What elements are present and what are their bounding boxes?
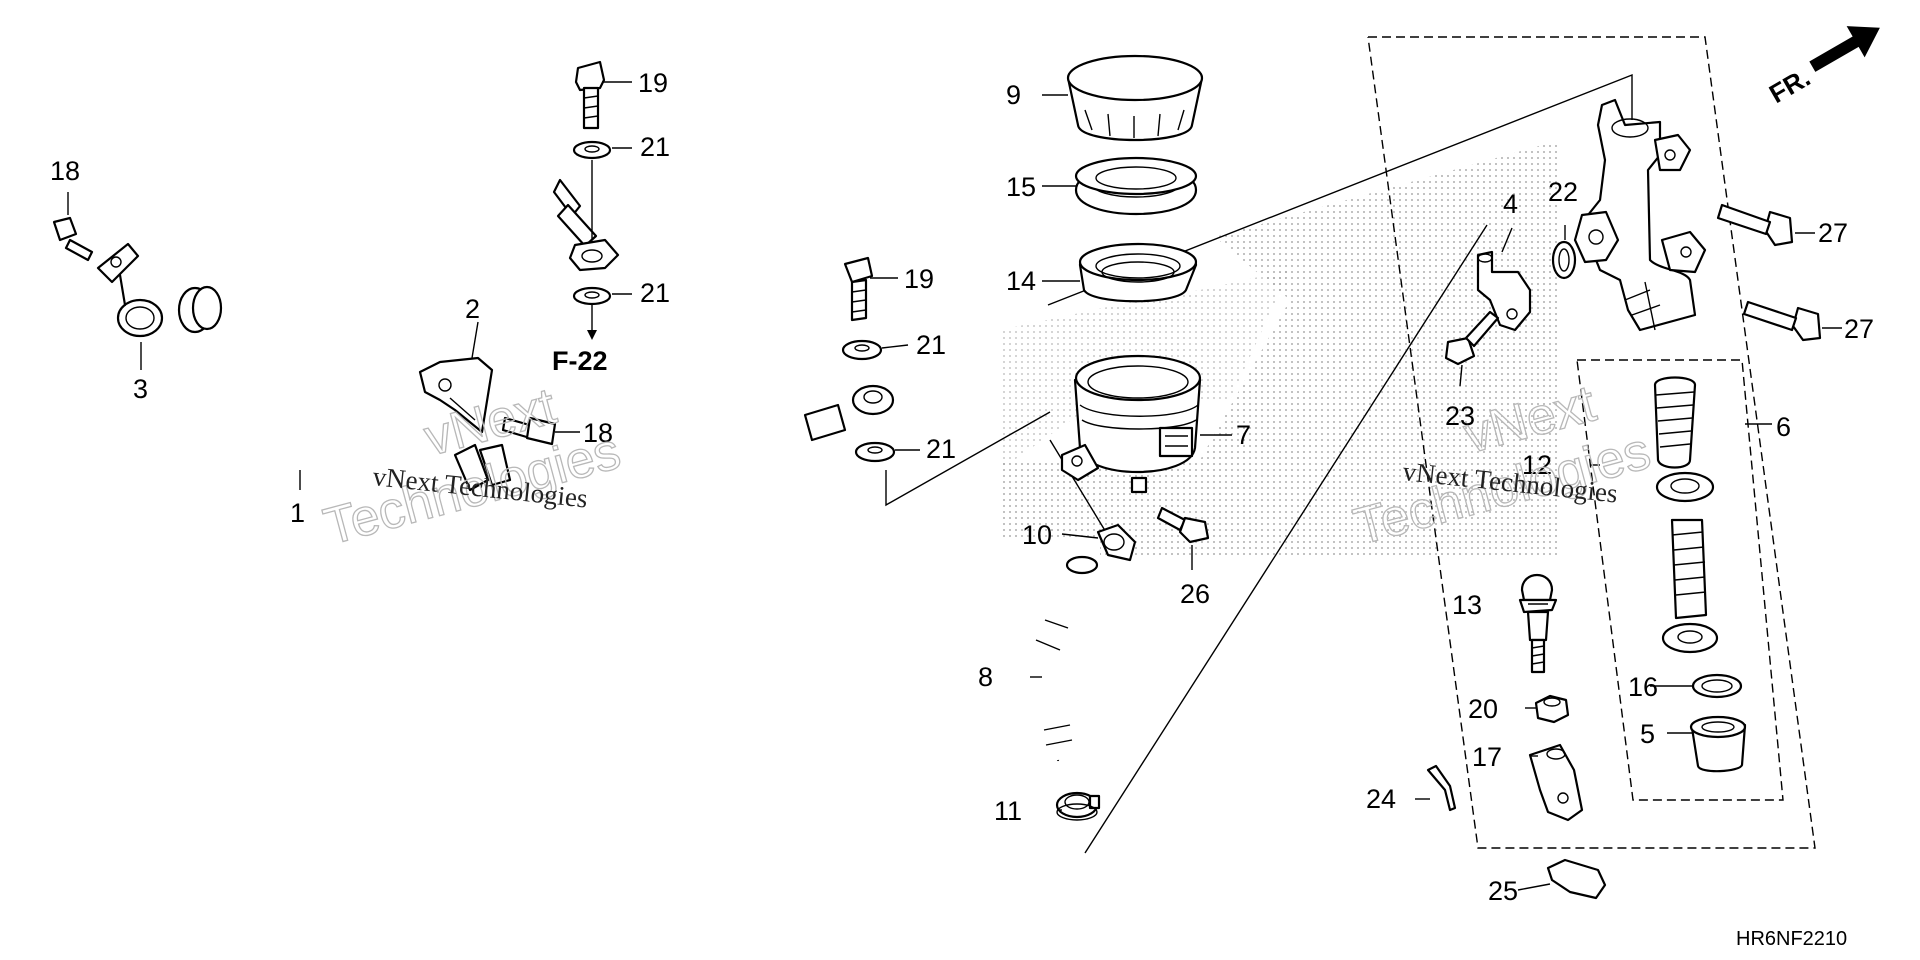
reservoir-hose [1015,555,1099,764]
mounting-bolt-lower [1742,300,1822,342]
callout-11: 11 [994,796,1022,826]
piston-kit-frame [1576,359,1784,801]
mounting-bolt-upper [1716,203,1794,247]
callout-9: 9 [1006,80,1021,110]
front-marker-label: FR. [1764,62,1815,109]
reservoir-plate [1074,156,1198,216]
callout-27b: 27 [1844,314,1874,344]
hose-bracket [418,356,494,434]
callout-15: 15 [1006,172,1036,202]
callout-5: 5 [1640,719,1655,749]
leader-lines [67,81,1842,891]
callout-22: 22 [1548,177,1578,207]
hose-clamp [96,242,164,338]
callout-2: 2 [465,294,480,324]
piston-cup-upper [1655,471,1715,503]
callout-4: 4 [1503,189,1518,219]
callout-3: 3 [133,374,148,404]
reservoir-bolt [1156,506,1210,544]
lower-banjo-fitting [841,256,896,463]
callout-17: 17 [1472,742,1502,772]
o-ring [1551,240,1577,280]
callout-12: 12 [1522,450,1552,480]
joint-screw [1444,310,1500,366]
callout-23: 23 [1445,401,1475,431]
callout-21a: 21 [640,132,670,162]
piston-cup-lower [1661,622,1719,654]
brake-hose [165,117,847,492]
push-rod-boot [1689,715,1747,773]
callout-labels: 1 2 3 18 18 19 21 21 F-22 19 21 21 9 15 … [50,68,1874,906]
diagram-code: HR6NF2210 [1736,928,1847,950]
snap-ring [1691,673,1743,699]
reference-f22: F-22 [552,346,608,376]
reservoir-diaphragm [1078,242,1198,303]
assembly-boundary-frame [1367,36,1816,849]
hose-clip-link-line [1084,224,1488,854]
callout-20: 20 [1468,694,1498,724]
lock-nut [1534,694,1570,724]
tube-clip-lower [1055,791,1101,821]
push-rod-joint [1528,743,1584,822]
flange-bolt-18-left [52,216,94,262]
callout-7: 7 [1236,420,1251,450]
callout-24: 24 [1366,784,1396,814]
joint-pin [1546,858,1607,900]
reservoir-mount-line [885,411,1051,507]
reservoir-cap [1066,54,1204,142]
callout-8: 8 [978,662,993,692]
callout-19a: 19 [638,68,668,98]
tube-clip-upper [1096,523,1137,562]
callout-21c: 21 [916,330,946,360]
callout-18a: 18 [50,156,80,186]
front-direction-marker: FR. [1764,26,1880,109]
master-cylinder-body [1573,98,1707,332]
callout-19b: 19 [904,264,934,294]
callout-10: 10 [1022,520,1052,550]
callout-25: 25 [1488,876,1518,906]
callout-1: 1 [290,498,305,528]
piston [1670,518,1708,620]
callout-6: 6 [1776,412,1791,442]
assembly-stipple-area [1000,140,1560,555]
callout-21b: 21 [640,278,670,308]
callout-18b: 18 [583,418,613,448]
callout-27a: 27 [1818,218,1848,248]
reservoir-link-line [1047,73,1633,306]
callout-21d: 21 [926,434,956,464]
reservoir-joint [1476,250,1532,332]
piston-spring [1653,376,1697,469]
push-rod [1518,574,1558,674]
upper-banjo-fitting [568,60,620,340]
callout-16: 16 [1628,672,1658,702]
reservoir-tank [1060,354,1202,494]
callout-26: 26 [1180,579,1210,609]
flange-bolt-18-bracket [501,416,557,446]
cotter-pin [1426,764,1457,812]
callout-13: 13 [1452,590,1482,620]
callout-14: 14 [1006,266,1036,296]
